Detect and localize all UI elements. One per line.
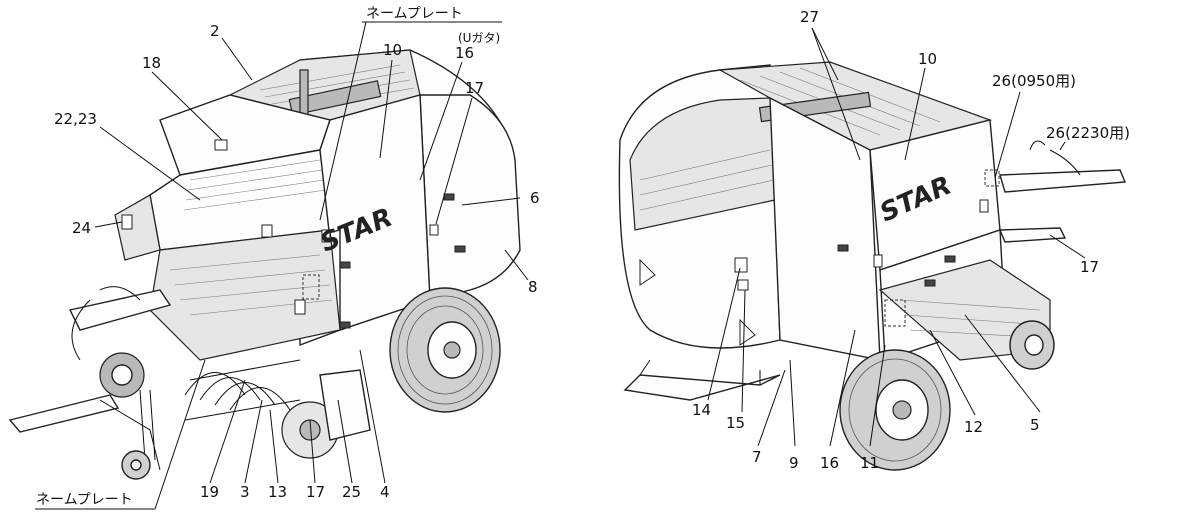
callout-17-top: 17 [465, 79, 484, 97]
callout-10-right: 10 [918, 50, 937, 68]
callout-27: 27 [800, 8, 819, 26]
callout-18: 18 [142, 54, 161, 72]
right-labels: 27 10 26(0950用) 26(2230用) 17 14 15 7 9 1… [692, 8, 1130, 472]
callout-8: 8 [528, 278, 538, 296]
callout-5: 5 [1030, 416, 1040, 434]
right-baler-illustration: STAR [618, 61, 1127, 471]
nameplate-top-label: ネームプレート [366, 6, 463, 22]
callout-26-0950: 26(0950用) [992, 72, 1076, 90]
callout-25: 25 [342, 483, 361, 501]
nameplate-bottom-label: ネームプレート [36, 492, 133, 508]
callout-24: 24 [72, 219, 91, 237]
callout-16-right: 16 [820, 454, 839, 472]
callout-17-bottom: 17 [306, 483, 325, 501]
callout-22-23: 22,23 [54, 110, 97, 128]
right-leader-lines [707, 27, 1086, 447]
callout-26-2230: 26(2230用) [1046, 124, 1130, 142]
left-leader-lines [35, 21, 529, 510]
callout-7: 7 [752, 448, 762, 466]
nameplate-top-sub-label: (Uガタ) [458, 31, 500, 45]
callout-11: 11 [860, 454, 879, 472]
callout-13: 13 [268, 483, 287, 501]
callout-12: 12 [964, 418, 983, 436]
callout-15: 15 [726, 414, 745, 432]
callout-6: 6 [530, 189, 540, 207]
callout-4: 4 [380, 483, 390, 501]
left-baler-illustration: STAR [8, 49, 521, 480]
callout-9: 9 [789, 454, 799, 472]
left-labels: ネームプレート (Uガタ) ネームプレート 2 10 16 17 18 22,2… [36, 6, 540, 508]
callout-3: 3 [240, 483, 250, 501]
callout-14: 14 [692, 401, 711, 419]
callout-19: 19 [200, 483, 219, 501]
callout-2: 2 [210, 22, 220, 40]
callout-16: 16 [455, 44, 474, 62]
callout-10: 10 [383, 41, 402, 59]
callout-17-right: 17 [1080, 258, 1099, 276]
